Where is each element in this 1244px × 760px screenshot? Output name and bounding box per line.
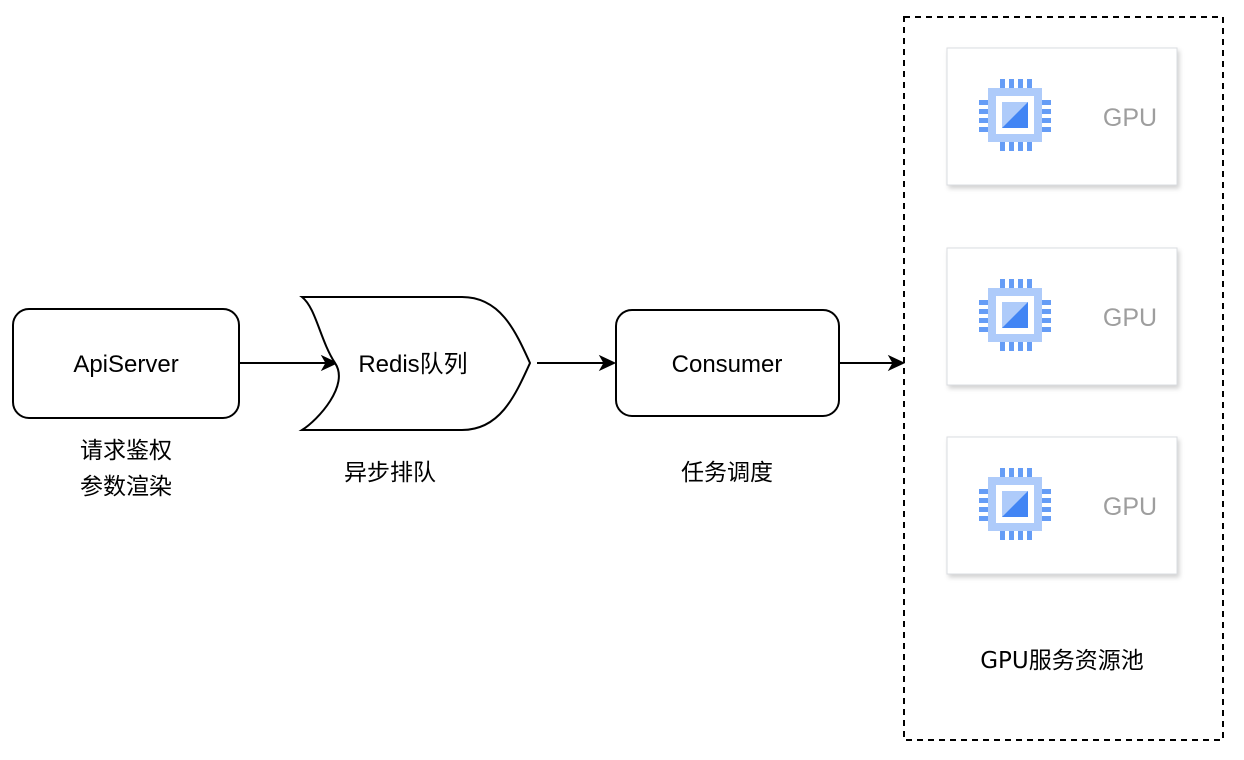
redis-queue-label: Redis队列	[358, 351, 467, 378]
gpu-card: GPU	[946, 47, 1178, 186]
gpu-pool-container	[903, 16, 1224, 741]
arrow-consumer-to-gpu-pool	[840, 354, 906, 372]
arrow-redis-to-consumer	[537, 354, 617, 372]
gpu-chip-icon	[979, 468, 1051, 540]
apiserver-caption-line2: 参数渲染	[80, 474, 172, 500]
apiserver-label: ApiServer	[73, 351, 178, 378]
gpu-card: GPU	[946, 436, 1178, 575]
gpu-pool-title: GPU服务资源池	[980, 648, 1144, 674]
consumer-label: Consumer	[672, 351, 783, 378]
consumer-caption: 任务调度	[681, 460, 773, 486]
redis-queue-node: Redis队列	[298, 296, 532, 431]
gpu-card-label: GPU	[1103, 493, 1157, 521]
consumer-node: Consumer	[615, 309, 840, 417]
gpu-chip-icon	[979, 79, 1051, 151]
gpu-card: GPU	[946, 247, 1178, 386]
arrow-apiserver-to-redis	[240, 354, 339, 372]
redis-caption: 异步排队	[344, 460, 436, 486]
gpu-card-label: GPU	[1103, 304, 1157, 332]
gpu-chip-icon	[979, 279, 1051, 351]
apiserver-node: ApiServer	[12, 308, 240, 419]
apiserver-caption-line1: 请求鉴权	[80, 438, 172, 464]
gpu-card-label: GPU	[1103, 104, 1157, 132]
